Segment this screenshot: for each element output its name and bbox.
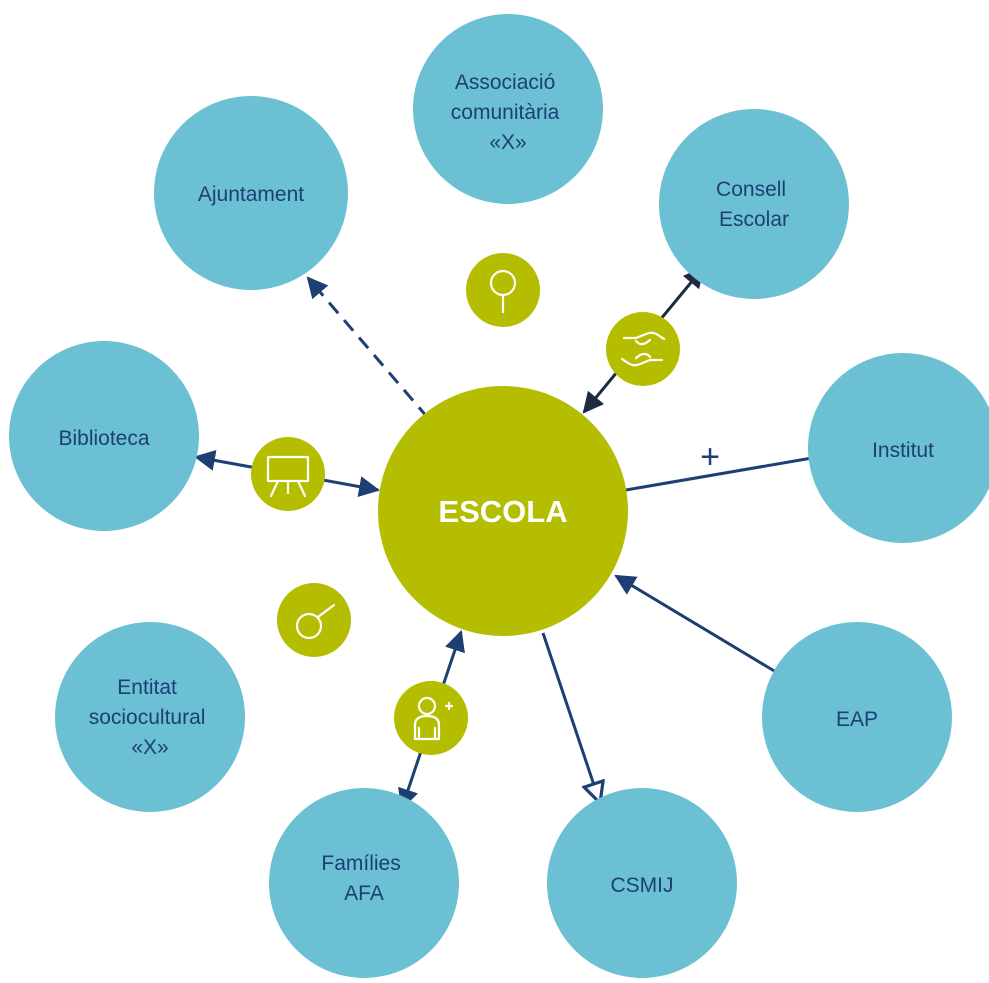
link-eap xyxy=(614,574,777,674)
node-families-line-1: Famílies xyxy=(321,852,400,875)
node-ajuntament: Ajuntament xyxy=(154,96,348,290)
presentation-board-icon xyxy=(251,437,325,511)
node-eap: EAP xyxy=(762,622,952,812)
node-families-line-2: AFA xyxy=(344,882,384,905)
search-icon xyxy=(277,583,351,657)
link-csmij xyxy=(541,632,600,803)
node-entitat-line-1: Entitat xyxy=(117,676,177,699)
link-ajuntament xyxy=(306,276,430,419)
node-eap-label: EAP xyxy=(836,708,878,731)
node-entitat-line-3: «X» xyxy=(131,736,168,759)
node-associacio-line-1: Associació xyxy=(455,71,555,94)
svg-text:Entitat sociocultural: Entitat sociocultural «X» xyxy=(89,676,212,759)
node-institut: Institut xyxy=(808,353,989,543)
node-institut-label: Institut xyxy=(872,439,934,462)
svg-text:Associació comunitària: Associació comunitària «X» xyxy=(451,71,565,154)
node-entitat-line-2: sociocultural xyxy=(89,706,206,729)
handshake-icon xyxy=(606,312,680,386)
node-consell-line-1: Consell xyxy=(716,178,786,201)
node-csmij-label: CSMIJ xyxy=(611,874,674,897)
node-families: Famílies AFA xyxy=(269,788,459,978)
node-ajuntament-label: Ajuntament xyxy=(198,183,304,206)
add-person-icon xyxy=(394,681,468,755)
node-entitat: Entitat sociocultural «X» xyxy=(55,622,245,812)
node-biblioteca-label: Biblioteca xyxy=(58,427,149,450)
node-associacio-line-2: comunitària xyxy=(451,101,560,124)
magnifier-icon xyxy=(466,253,540,327)
node-associacio: Associació comunitària «X» xyxy=(413,14,603,204)
svg-text:Consell Escolar: Consell Escolar xyxy=(716,178,792,231)
center-label: ESCOLA xyxy=(438,494,567,529)
node-associacio-line-3: «X» xyxy=(489,131,526,154)
institut-plus-symbol: + xyxy=(700,438,720,476)
center-node xyxy=(378,386,628,636)
node-consell-escolar: Consell Escolar xyxy=(659,109,849,299)
link-institut xyxy=(625,456,813,492)
node-biblioteca: Biblioteca xyxy=(9,341,199,531)
node-consell-line-2: Escolar xyxy=(719,208,789,231)
node-csmij: CSMIJ xyxy=(547,788,737,978)
svg-text:Famílies AFA: Famílies AFA xyxy=(321,852,406,905)
